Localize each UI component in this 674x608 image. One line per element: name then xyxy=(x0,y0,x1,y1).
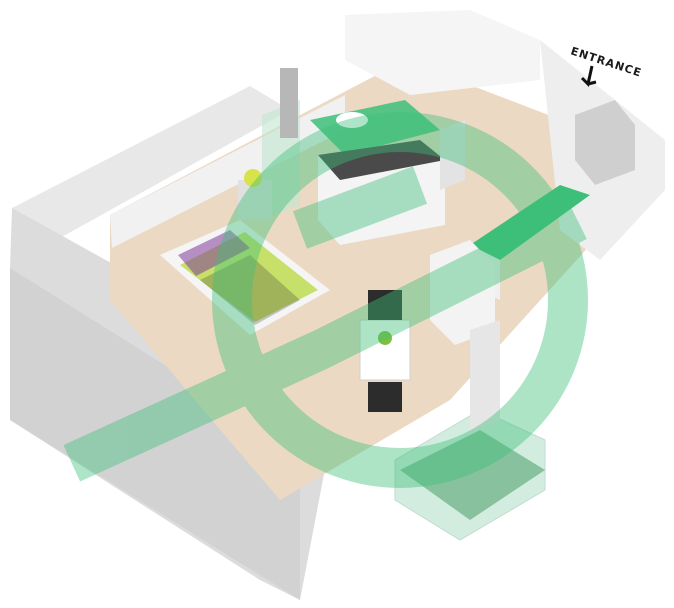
lamp-icon xyxy=(244,169,262,187)
back-wall-top xyxy=(345,10,540,95)
fridge xyxy=(575,100,635,185)
bed-blanket-stripes xyxy=(200,255,300,325)
watermark-logo xyxy=(63,112,588,488)
wardrobe xyxy=(430,240,495,345)
entrance-arrow-icon xyxy=(580,65,597,87)
wash-basin xyxy=(336,112,368,128)
shower-panel xyxy=(280,68,298,138)
partition-wall xyxy=(440,120,465,190)
bathtub-top xyxy=(318,140,445,180)
plant-icon xyxy=(378,331,392,345)
kitchen-counter xyxy=(470,185,590,260)
dining-chair-bottom xyxy=(368,382,402,412)
outer-wall-front xyxy=(10,268,300,600)
partition-wall-2 xyxy=(470,320,500,435)
outer-wall-left xyxy=(12,86,290,238)
dining-chair-top xyxy=(368,290,402,320)
bed-pillow xyxy=(178,230,250,276)
